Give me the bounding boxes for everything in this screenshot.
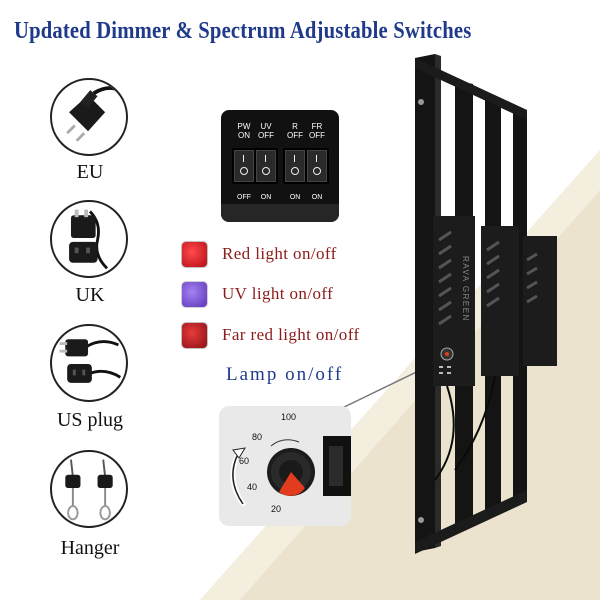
fr-switch[interactable] xyxy=(305,148,329,184)
red-light-indicator-icon xyxy=(182,242,207,267)
fixture-brand-label: RAVA GREEN xyxy=(461,256,470,322)
far-red-light-indicator-icon xyxy=(182,323,207,348)
legend-red-light: Red light on/off xyxy=(222,244,337,263)
legend-far-red-light: Far red light on/off xyxy=(222,325,360,344)
dimmer-closeup: 100 80 60 40 20 xyxy=(219,406,351,526)
page-title: Updated Dimmer & Spectrum Adjustable Swi… xyxy=(14,18,472,44)
dimmer-tick-40: 40 xyxy=(247,482,257,492)
grow-light-fixture: RAVA GREEN xyxy=(395,50,595,560)
switch-panel-base xyxy=(221,204,339,222)
switch-bottom-uv: ON xyxy=(260,194,272,201)
rope-hanger-icon xyxy=(50,450,128,528)
uv-switch[interactable] xyxy=(254,148,278,184)
switch-bottom-r: ON xyxy=(289,194,301,201)
eu-plug-icon xyxy=(50,78,128,156)
us-plug-icon xyxy=(50,324,128,402)
legend-uv-light: UV light on/off xyxy=(222,284,334,303)
dimmer-tick-20: 20 xyxy=(271,504,281,514)
pw-switch[interactable] xyxy=(232,148,256,184)
switch-label-pw: PW ON xyxy=(237,122,251,140)
plug-label-us: US plug xyxy=(56,409,124,431)
switch-label-r: R OFF xyxy=(287,122,303,140)
uv-light-indicator-icon xyxy=(182,282,207,307)
dimmer-tick-80: 80 xyxy=(252,432,262,442)
uk-plug-icon xyxy=(50,200,128,278)
switch-bottom-fr: ON xyxy=(311,194,323,201)
plug-label-eu: EU xyxy=(76,161,104,183)
lamp-onoff-label: Lamp on/off xyxy=(226,364,344,385)
plug-label-hanger: Hanger xyxy=(60,537,120,559)
plug-label-uk: UK xyxy=(75,284,105,306)
switch-label-fr: FR OFF xyxy=(309,122,325,140)
switch-panel: PW ON UV OFF R OFF FR OFF OFF ON ON ON xyxy=(221,110,339,222)
r-switch[interactable] xyxy=(283,148,307,184)
dimmer-tick-60: 60 xyxy=(239,456,249,466)
switch-bottom-pw: OFF xyxy=(237,194,251,201)
dimmer-tick-100: 100 xyxy=(281,412,296,422)
switch-label-uv: UV OFF xyxy=(258,122,274,140)
